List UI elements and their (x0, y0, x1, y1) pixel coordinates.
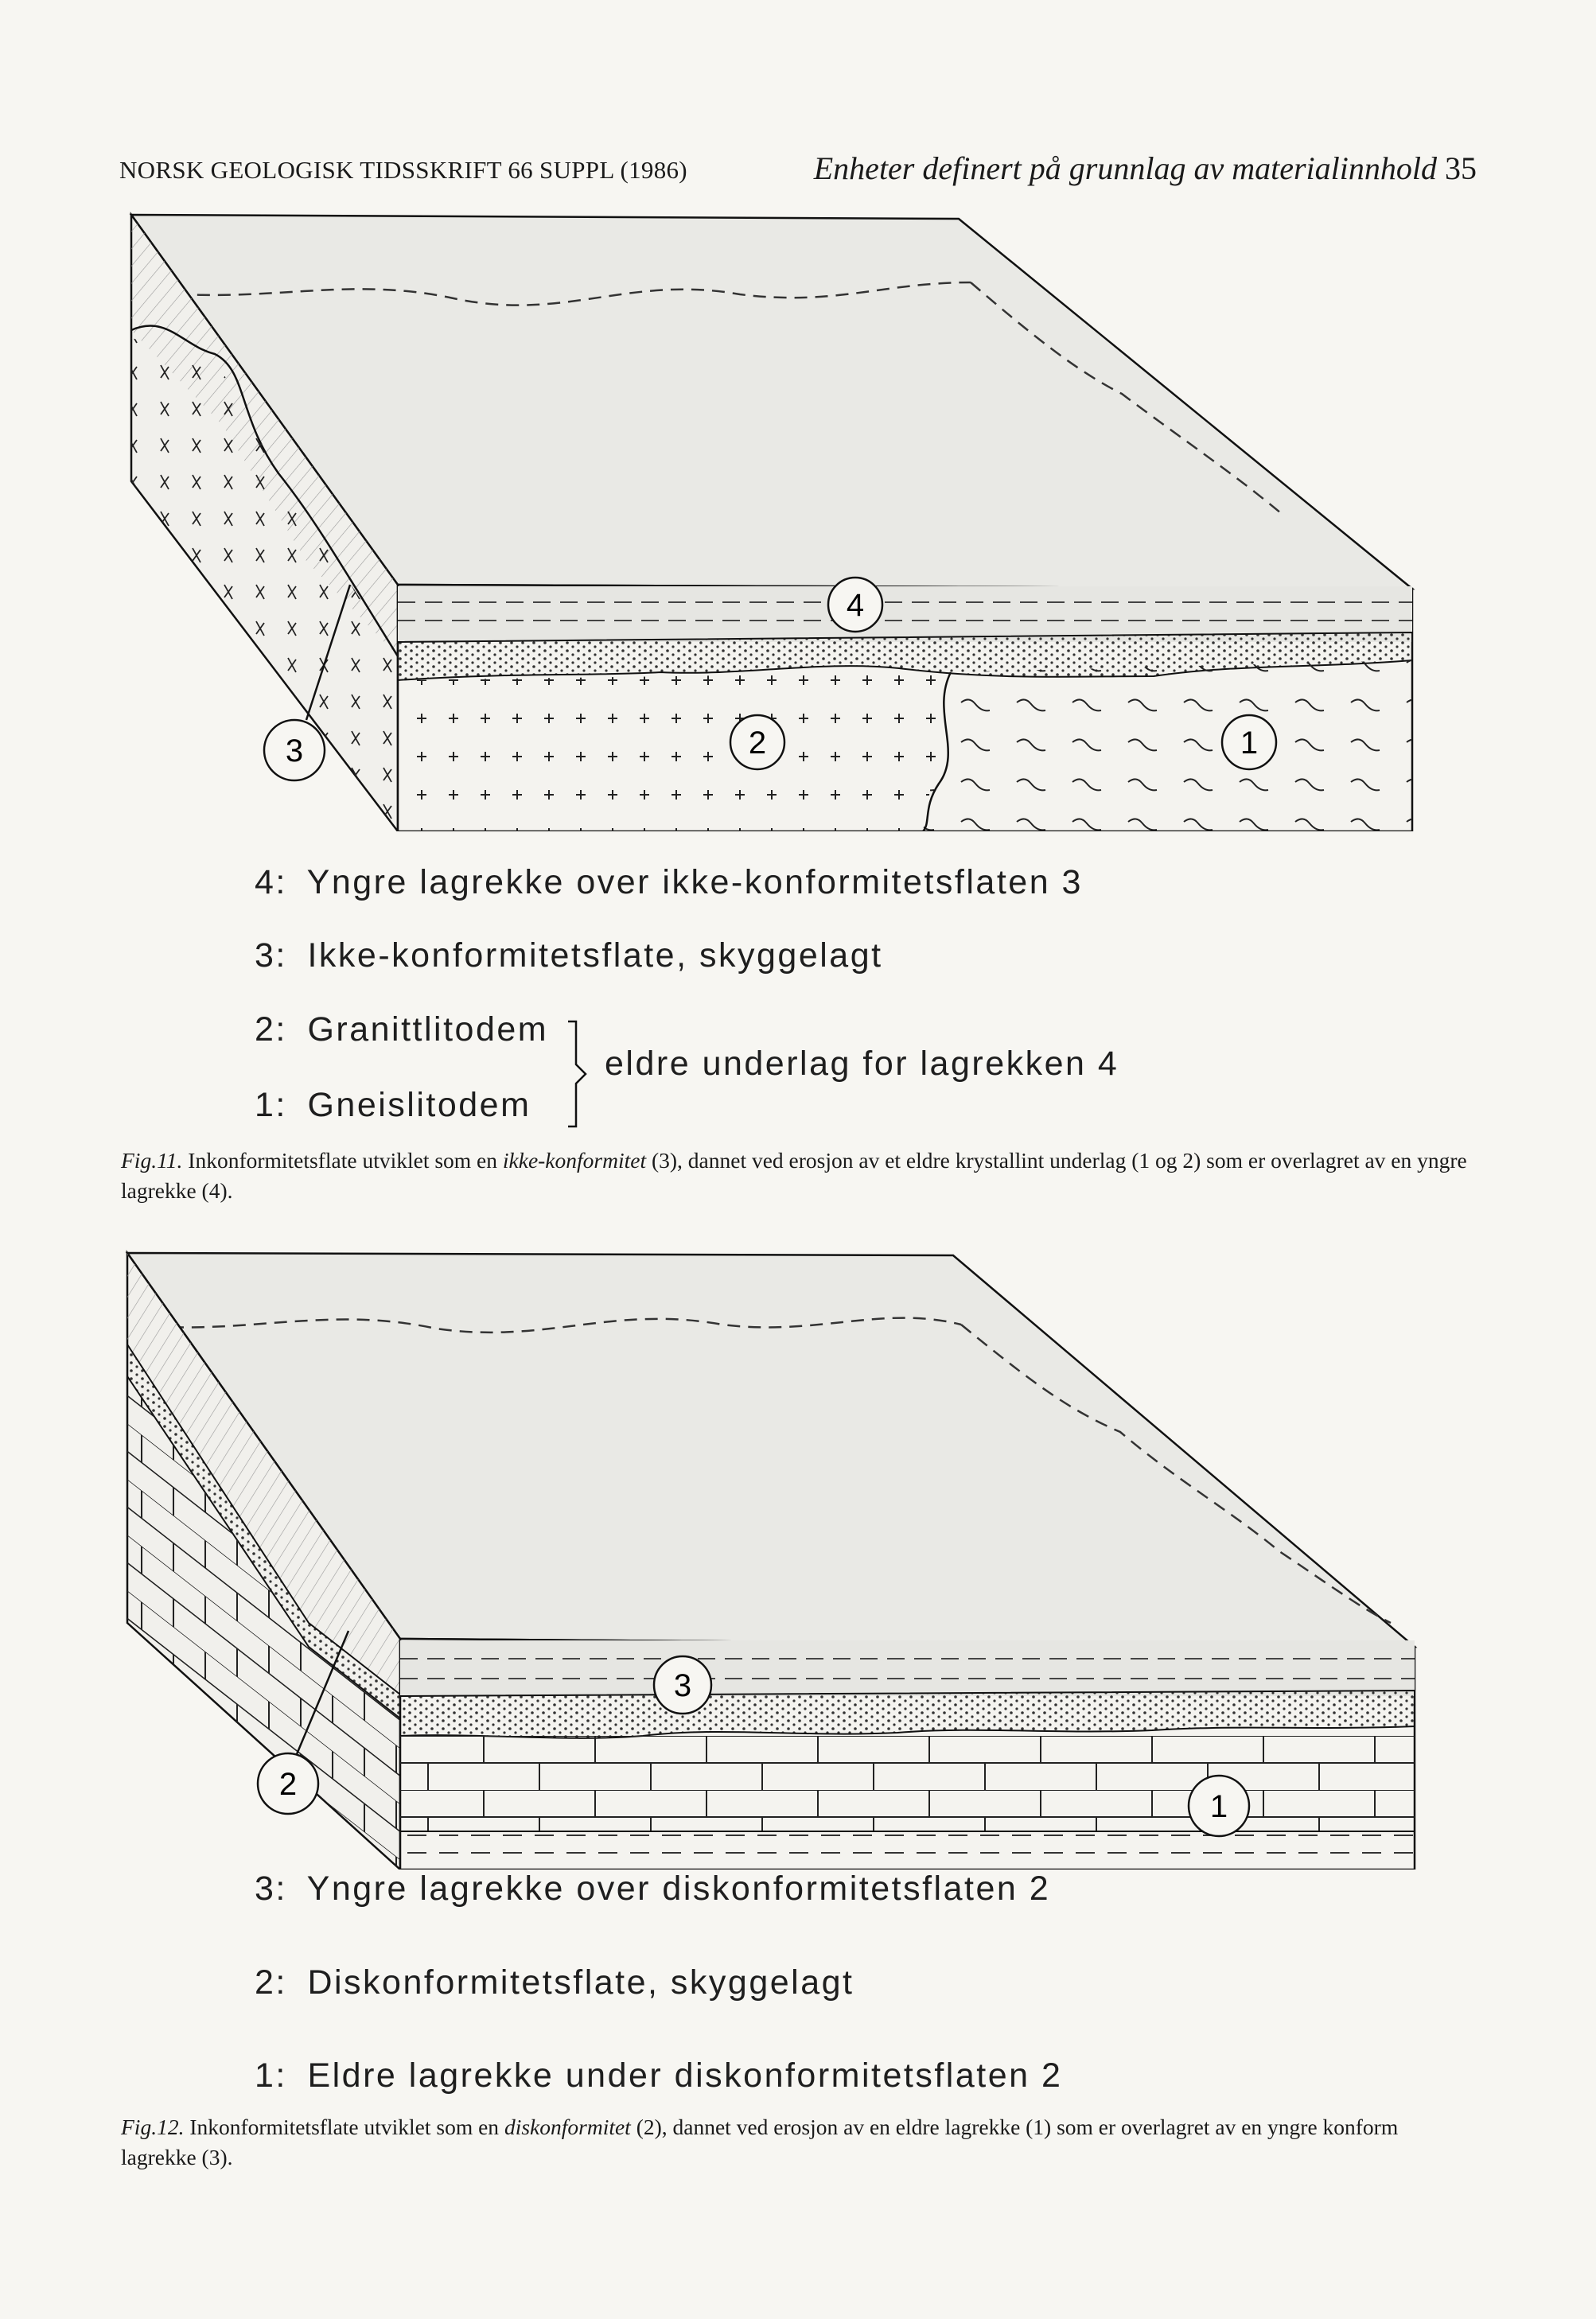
page-number: 35 (1445, 150, 1477, 186)
caption-label: Fig.11. (121, 1148, 183, 1173)
figure-11-caption: Fig.11. Inkonformitetsflate utviklet som… (121, 1146, 1473, 1206)
left-older-strata (127, 1376, 400, 1870)
figure-12-block-diagram: 3 1 2 (125, 1250, 1418, 1870)
legend-text: Granittlitodem (307, 1010, 549, 1049)
marker-4-label: 4 (847, 588, 864, 623)
legend-num: 1: (255, 2056, 287, 2095)
figure-12-diagram: 3 1 2 (118, 1249, 1438, 1870)
marker-1: 1 (1187, 1774, 1251, 1838)
left-crystalline (131, 338, 398, 831)
legend-row-2: 2: Granittlitodem (255, 1010, 548, 1049)
marker-3: 3 (263, 584, 352, 782)
figure-12-caption: Fig.12. Inkonformitetsflate utviklet som… (121, 2112, 1473, 2173)
legend-text: Ikke-konformitetsflate, skyggelagt (307, 936, 883, 975)
top-contour-1 (129, 1317, 962, 1334)
marker-4: 4 (827, 576, 884, 633)
top-contour-2 (960, 1324, 1392, 1624)
granite-body (398, 672, 951, 831)
marker-3-label: 3 (674, 1668, 691, 1703)
legend-num: 3: (255, 1870, 287, 1908)
figure-12-legend: 3: Yngre lagrekke over diskonformitetsfl… (255, 1870, 1209, 2132)
legend-row-2: 2: Diskonformitetsflate, skyggelagt (255, 1963, 854, 2002)
running-head: NORSK GEOLOGISK TIDSSKRIFT 66 SUPPL (198… (119, 150, 1477, 197)
front-layer-4 (398, 586, 1412, 642)
article-title-text: Enheter definert på grunnlag av material… (813, 150, 1437, 186)
figure-11-block-diagram: 4 2 1 3 (129, 212, 1415, 831)
brace-text: eldre underlag for lagrekken 4 (605, 1045, 1119, 1083)
left-face-young-strata (127, 1253, 400, 1695)
top-contour-2 (970, 282, 1282, 514)
legend-text: Diskonformitetsflate, skyggelagt (307, 1963, 854, 2002)
figure-11-legend: 4: Yngre lagrekke over ikke-konformitets… (255, 863, 1209, 1134)
left-face-young-strata (131, 215, 398, 656)
marker-2: 2 (256, 1630, 350, 1815)
marker-1: 1 (1220, 714, 1278, 771)
caption-term: diskonformitet (504, 2115, 631, 2139)
marker-3: 3 (652, 1655, 713, 1715)
legend-text: Gneislitodem (307, 1086, 531, 1124)
marker-2-label: 2 (279, 1767, 297, 1802)
legend-num: 2: (255, 1963, 287, 2002)
marker-1-label: 1 (1240, 726, 1258, 761)
caption-label: Fig.12. (121, 2115, 185, 2139)
legend-text: Yngre lagrekke over ikke-konformitetsfla… (306, 863, 1083, 901)
figure-11-diagram: 4 2 1 3 (119, 211, 1432, 831)
caption-text: Inkonformitetsflate utviklet som en (182, 1148, 503, 1173)
legend-row-3: 3: Ikke-konformitetsflate, skyggelagt (255, 936, 883, 975)
legend-row-1: 1: Eldre lagrekke under diskonformitetsf… (255, 2056, 1062, 2095)
caption-text: (2), dannet ved erosjon av en eldre lagr… (121, 2115, 1399, 2169)
legend-text: Eldre lagrekke under diskonformitetsflat… (307, 2056, 1063, 2095)
legend-num: 2: (255, 1010, 287, 1049)
legend-num: 4: (255, 863, 287, 901)
caption-text: Inkonformitetsflate utviklet som en (184, 2115, 504, 2139)
journal-title: NORSK GEOLOGISK TIDSSKRIFT 66 SUPPL (198… (119, 156, 687, 184)
legend-row-3: 3: Yngre lagrekke over diskonformitetsfl… (255, 1870, 1050, 1909)
legend-brace (568, 1020, 587, 1128)
legend-text: Yngre lagrekke over diskonformitetsflate… (306, 1870, 1051, 1908)
front-older-strata (400, 1736, 1415, 1831)
legend-row-1: 1: Gneislitodem (255, 1086, 531, 1125)
legend-row-4: 4: Yngre lagrekke over ikke-konformitets… (255, 863, 1083, 902)
article-title: Enheter definert på grunnlag av material… (814, 150, 1477, 187)
marker-2: 2 (729, 714, 786, 771)
marker-3-label: 3 (286, 733, 303, 768)
legend-num: 1: (255, 1086, 287, 1124)
legend-num: 3: (255, 936, 287, 975)
left-unconformity (130, 325, 399, 657)
front-bottom-dashed (400, 1833, 1415, 1870)
caption-text: (3), dannet ved erosjon av et eldre krys… (121, 1148, 1467, 1203)
marker-2-label: 2 (749, 726, 766, 761)
marker-1-label: 1 (1210, 1789, 1228, 1824)
top-contour-1 (134, 281, 971, 306)
front-layer-3 (400, 1640, 1415, 1696)
gneiss-body (923, 660, 1412, 831)
granite-gneiss-contact (922, 671, 952, 831)
caption-term: ikke-konformitet (502, 1148, 647, 1173)
